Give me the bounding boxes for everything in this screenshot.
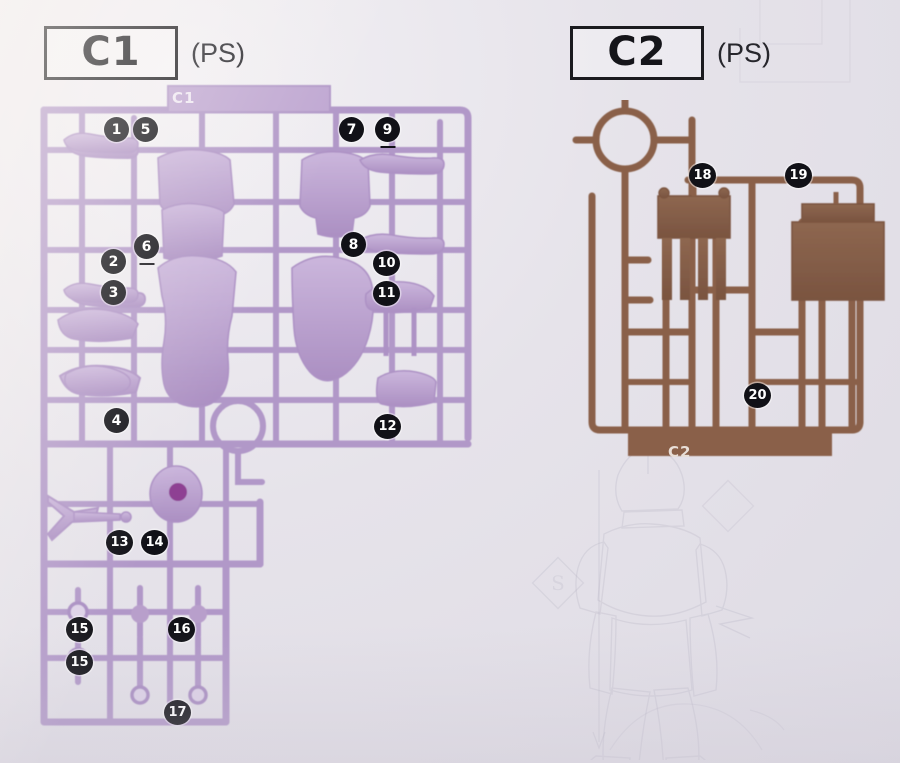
background-watermark-bottom-shape <box>600 690 800 763</box>
part-number-underline <box>139 262 154 265</box>
sprue-tag-c1: C1 <box>172 89 195 107</box>
part-number-label: 19 <box>789 168 808 183</box>
part-number-badge-c1-7: 7 <box>339 117 364 142</box>
part-number-label: 20 <box>748 388 767 403</box>
part-number-underline <box>380 145 395 148</box>
part-number-badge-c1-11: 11 <box>373 281 400 306</box>
part-number-badge-c2-20: 20 <box>744 383 771 408</box>
part-number-badge-c1-5: 5 <box>133 117 158 142</box>
runner-material-c1: (PS) <box>191 37 245 68</box>
part-number-label: 12 <box>378 419 397 434</box>
part-number-badge-c1-1: 1 <box>104 117 129 142</box>
sprue-tag-label-c1: C1 <box>172 89 196 107</box>
part-number-label: 18 <box>693 168 712 183</box>
part-number-badge-c1-8: 8 <box>341 232 366 257</box>
part-number-badge-c1-16: 16 <box>168 617 195 642</box>
header-c2: C2 (PS) <box>570 26 771 80</box>
part-number-label: 10 <box>377 256 396 271</box>
part-number-label: 8 <box>348 236 359 253</box>
background-watermark-diamond-left: S <box>530 555 586 611</box>
runner-c2 <box>570 100 890 480</box>
part-number-badge-c1-15: 15 <box>66 650 93 675</box>
part-number-label: 15 <box>70 655 89 670</box>
part-number-badge-c1-14: 14 <box>141 530 168 555</box>
part-number-label: 17 <box>168 705 187 720</box>
part-number-label: 14 <box>145 535 164 550</box>
part-number-label: 4 <box>111 412 122 429</box>
part-number-label: 3 <box>108 284 119 301</box>
part-number-badge-c2-18: 18 <box>689 163 716 188</box>
header-c1: C1 (PS) <box>44 26 245 80</box>
part-number-badge-c1-17: 17 <box>164 700 191 725</box>
part-number-badge-c1-15: 15 <box>66 617 93 642</box>
part-number-badge-c2-19: 19 <box>785 163 812 188</box>
background-watermark-diamond-right <box>700 478 756 534</box>
runner-code-c1: C1 <box>81 29 141 75</box>
sprue-tag-c2: C2 <box>668 443 691 461</box>
part-number-label: 1 <box>111 121 122 138</box>
background-watermark-vertical-guide <box>592 470 606 763</box>
sprue-tag-label-c2: C2 <box>668 443 692 461</box>
part-number-label: 7 <box>346 121 357 138</box>
part-number-label: 13 <box>110 535 129 550</box>
runner-material-c2: (PS) <box>717 37 771 68</box>
runner-code-c2: C2 <box>607 29 667 75</box>
part-number-label: 9 <box>382 121 393 138</box>
runner-code-box-c2: C2 <box>570 26 704 80</box>
part-number-badge-c1-13: 13 <box>106 530 133 555</box>
runner-code-box-c1: C1 <box>44 26 178 80</box>
part-number-badge-c1-2: 2 <box>101 249 126 274</box>
part-number-label: 16 <box>172 622 191 637</box>
part-number-badge-c1-9: 9 <box>375 117 400 148</box>
svg-text:S: S <box>551 571 565 595</box>
part-number-badge-c1-10: 10 <box>373 251 400 276</box>
part-number-label: 11 <box>377 286 396 301</box>
part-number-badge-c1-6: 6 <box>134 234 159 265</box>
part-number-badge-c1-3: 3 <box>101 280 126 305</box>
part-number-label: 5 <box>140 121 151 138</box>
part-number-label: 6 <box>141 238 152 255</box>
part-number-badge-c1-4: 4 <box>104 408 129 433</box>
part-number-label: 15 <box>70 622 89 637</box>
part-number-badge-c1-12: 12 <box>374 414 401 439</box>
part-number-label: 2 <box>108 253 119 270</box>
runner-c1 <box>30 82 490 732</box>
